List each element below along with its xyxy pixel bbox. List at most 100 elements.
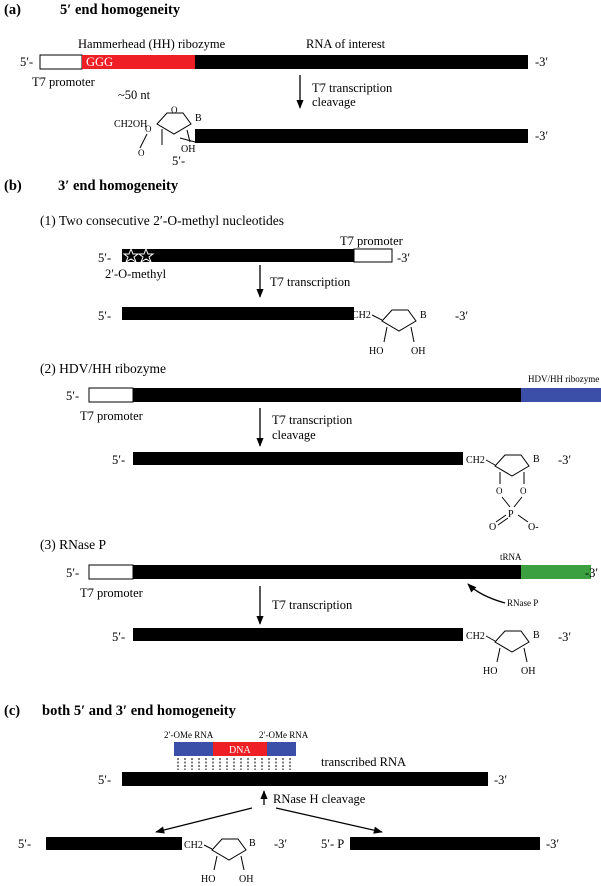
p1-c2-bond bbox=[410, 326, 415, 343]
p3-trna-bar bbox=[521, 565, 591, 579]
p2-product-five: 5′- bbox=[112, 453, 125, 467]
p2-o3-label: O bbox=[496, 486, 503, 496]
hh-ribozyme-label: Hammerhead (HH) ribozyme bbox=[78, 37, 226, 51]
section-b-title: 3′ end homogeneity bbox=[58, 178, 179, 194]
p2-op-bond-left bbox=[501, 496, 511, 508]
three-prime-product-label: -3′ bbox=[535, 129, 548, 143]
p3-trna-label: tRNA bbox=[500, 552, 522, 562]
t7-promoter-box bbox=[39, 54, 83, 70]
part-3-title: (3) RNase P bbox=[40, 537, 106, 552]
p1-base-label: B bbox=[420, 310, 427, 321]
p1-product-five: 5′- bbox=[98, 309, 111, 323]
p1-step-label: T7 transcription bbox=[270, 275, 351, 289]
dna-bar bbox=[213, 742, 267, 756]
link-to-strand bbox=[179, 137, 196, 143]
part-3: (3) RNase P tRNA 5′- -3′ T7 promoter RNa… bbox=[40, 537, 598, 677]
nt-length-label: ~50 nt bbox=[118, 88, 151, 102]
p3-oh-label: OH bbox=[521, 666, 535, 677]
p3-product-five: 5′- bbox=[112, 630, 125, 644]
section-a-title: 5′ end homogeneity bbox=[60, 2, 181, 18]
p2-product-three: -3′ bbox=[558, 453, 571, 467]
p1-omethyl-label: 2′-O-methyl bbox=[105, 267, 167, 281]
c-base-label: B bbox=[249, 838, 256, 849]
ribose-structure-b3: CH2 B HO OH bbox=[466, 630, 540, 677]
base-label: B bbox=[195, 113, 202, 124]
ome-left-bar bbox=[174, 742, 213, 756]
p2-ch2-label: CH2 bbox=[466, 455, 485, 466]
p2-rna-bar bbox=[133, 388, 521, 402]
c-ch2-label: CH2 bbox=[184, 840, 203, 851]
p2-double-bond-b bbox=[497, 517, 509, 526]
ribose-structure-c: CH2 B HO OH bbox=[184, 838, 256, 885]
oh-label: OH bbox=[181, 144, 195, 155]
left-product-bar bbox=[46, 837, 182, 850]
p3-rna-bar bbox=[133, 565, 521, 579]
hh-ribozyme-bar bbox=[82, 55, 195, 69]
ome-right-label: 2′-OMe RNA bbox=[259, 730, 309, 740]
product-bar-a bbox=[195, 129, 528, 143]
c-three-prime: -3′ bbox=[494, 773, 507, 787]
p3-three-prime: -3′ bbox=[585, 566, 598, 580]
t7-promoter-label: T7 promoter bbox=[32, 75, 96, 89]
p3-base-label: B bbox=[533, 630, 540, 641]
p1-t7-promoter-box bbox=[353, 248, 393, 263]
ome-left-label: 2′-OMe RNA bbox=[164, 730, 214, 740]
p3-five-prime: 5′- bbox=[66, 566, 79, 580]
c2-bond bbox=[186, 129, 191, 143]
ch2oh-label: CH2OH bbox=[114, 119, 147, 130]
c-ribose-ring bbox=[211, 838, 247, 861]
part-2-title: (2) HDV/HH ribozyme bbox=[40, 361, 166, 376]
p3-step-label: T7 transcription bbox=[272, 598, 353, 612]
ribose-ring bbox=[156, 112, 192, 135]
rnase-p-arrow bbox=[467, 583, 506, 604]
ribose-structure-a: CH2OH O B O OH O bbox=[114, 105, 202, 158]
p2-ch2-bond bbox=[485, 459, 496, 466]
p2-ominus-bond bbox=[517, 514, 529, 523]
p2-base-label: B bbox=[533, 454, 540, 465]
section-c-letter: (c) bbox=[4, 703, 20, 719]
split-arrow-right bbox=[275, 807, 383, 834]
ring-oxygen-label: O bbox=[171, 105, 178, 115]
p3-t7-promoter-label: T7 promoter bbox=[80, 586, 144, 600]
dna-label: DNA bbox=[229, 745, 251, 756]
p3-t7-promoter-box bbox=[88, 564, 134, 580]
c-left-three-prime: -3′ bbox=[274, 837, 287, 851]
p1-three-prime: -3′ bbox=[397, 251, 410, 265]
p2-ribozyme-label: HDV/HH ribozyme bbox=[528, 374, 599, 384]
p2-phosphorus-label: P bbox=[508, 509, 514, 520]
section-a: (a) 5′ end homogeneity Hammerhead (HH) r… bbox=[4, 2, 548, 168]
p3-product-three: -3′ bbox=[558, 630, 571, 644]
five-prime-label: 5′- bbox=[20, 55, 33, 69]
step-cleavage-label: cleavage bbox=[312, 95, 356, 109]
ome-right-bar bbox=[267, 742, 296, 756]
five-prime-product-label: 5′- bbox=[172, 154, 185, 168]
transcribed-rna-label: transcribed RNA bbox=[321, 755, 406, 769]
split-arrow-left bbox=[155, 807, 253, 834]
ggg-label: GGG bbox=[86, 55, 113, 69]
p3-c2-bond bbox=[523, 647, 528, 663]
c-five-prime: 5′- bbox=[98, 773, 111, 787]
c-oh-label: OH bbox=[239, 874, 253, 885]
section-c-title: both 5′ and 3′ end homogeneity bbox=[42, 703, 237, 719]
p1-c3-bond bbox=[383, 326, 388, 343]
p1-ch2-label: CH2 bbox=[352, 310, 371, 321]
part-1-title: (1) Two consecutive 2′-O-methyl nucleoti… bbox=[40, 213, 284, 228]
p1-five-prime: 5′- bbox=[98, 251, 111, 265]
base-pairing-ticks bbox=[177, 758, 291, 770]
part-2: (2) HDV/HH ribozyme 5′- HDV/HH ribozyme … bbox=[40, 361, 601, 533]
p2-product-bar bbox=[133, 452, 463, 465]
p2-oxo-label: O bbox=[489, 522, 496, 533]
three-prime-label: -3′ bbox=[535, 55, 548, 69]
ribose-structure-b1: CH2 B HO OH bbox=[352, 309, 427, 357]
section-c: (c) both 5′ and 3′ end homogeneity 2′-OM… bbox=[4, 703, 559, 885]
p1-product-bar bbox=[122, 307, 354, 320]
step-transcription-label: T7 transcription bbox=[312, 81, 393, 95]
transcribed-rna-bar bbox=[122, 772, 488, 786]
c-c2-bond bbox=[240, 855, 245, 871]
o-link-label: O bbox=[138, 148, 145, 158]
section-b-letter: (b) bbox=[4, 178, 22, 194]
p3-ch2-bond bbox=[485, 635, 496, 642]
p1-ribose-ring bbox=[381, 309, 417, 332]
c-right-five-p: 5′- P bbox=[321, 837, 344, 851]
